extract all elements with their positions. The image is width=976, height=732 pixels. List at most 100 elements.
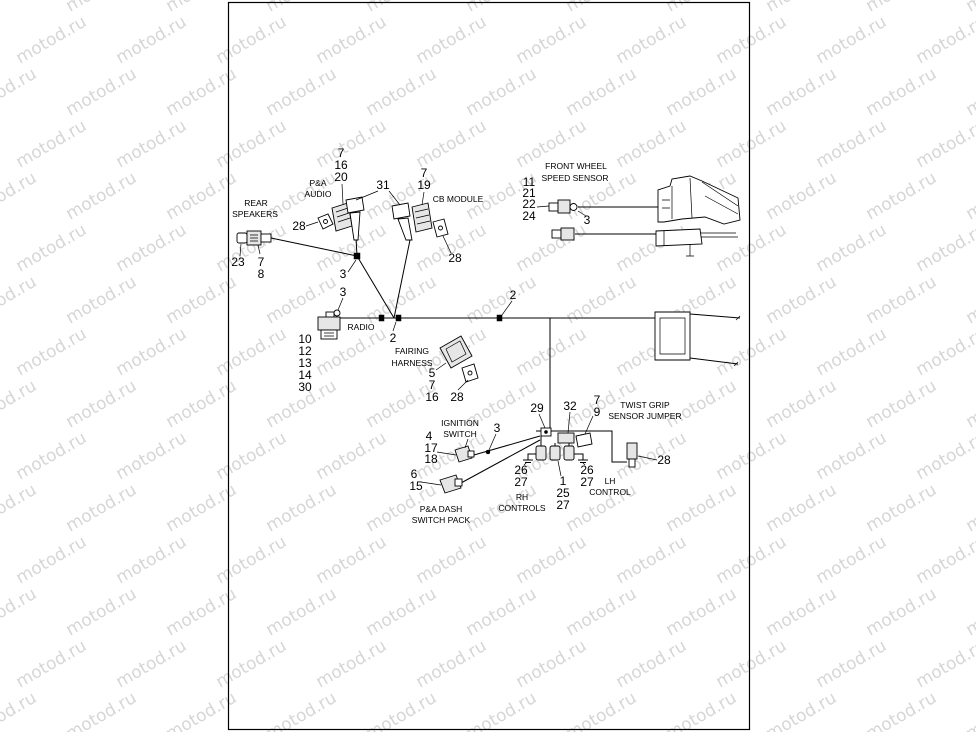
callout-number: 16 [425, 390, 439, 404]
lh-control-plug [628, 458, 636, 468]
leader-line [347, 259, 357, 273]
lh-control-connector [626, 442, 638, 460]
fairing-harness-body [439, 335, 473, 369]
leader-line [257, 244, 261, 255]
callout-number: 14 [298, 368, 312, 382]
leader-line [536, 205, 550, 208]
callout-number: 32 [563, 399, 577, 413]
handlebar-bracket-arms [689, 313, 741, 365]
leader-line [584, 415, 594, 435]
radio-body [317, 316, 341, 331]
handlebar-bracket-inner [659, 317, 686, 355]
p-a-audio-connector [317, 196, 365, 241]
callout-number: 26 [580, 463, 594, 477]
radio-socket [320, 329, 338, 340]
label-radio: RADIO [348, 322, 375, 332]
callout-number: 11 [523, 175, 536, 189]
callout-number: 15 [409, 479, 423, 493]
callout-number: 3 [494, 421, 501, 435]
leader-line [421, 191, 425, 206]
label-fairing-harness: FAIRING [395, 346, 429, 356]
callout-number: 2 [510, 288, 517, 302]
rear-speakers-socket [260, 233, 272, 243]
leader-line [457, 379, 469, 391]
callout-number: 29 [530, 401, 544, 415]
wire-rear-speakers [270, 237, 358, 257]
callout-number: 13 [298, 356, 312, 370]
connector-31-cb [391, 202, 411, 220]
cb-module-connector-body [411, 202, 433, 233]
cb-module-connector [391, 202, 449, 241]
callout-number: 25 [556, 486, 570, 500]
leader-line [420, 481, 442, 486]
label-p-a-dash-switch-pack: SWITCH PACK [412, 515, 471, 525]
junction-node [496, 314, 503, 322]
p-a-audio-plug-stem [349, 211, 361, 241]
fork-casting [657, 175, 741, 225]
component-labels: P&A AUDIO CB MODULE REAR SPEAKERS FRONT … [232, 161, 682, 525]
label-p-a-audio: AUDIO [305, 189, 332, 199]
label-cb-module: CB MODULE [433, 194, 484, 204]
cb-plug-stem [397, 217, 413, 241]
wire-audio-to-main [356, 255, 395, 319]
leader-line [435, 362, 447, 371]
front-wheel-speed-sensor [548, 175, 741, 257]
label-p-a-audio: P&A [309, 178, 326, 188]
callout-number: 31 [376, 178, 390, 192]
leader-line [436, 451, 457, 456]
callout-number: 24 [522, 209, 536, 223]
p-a-audio-connector-ribs [335, 207, 351, 223]
leader-line [239, 243, 242, 257]
leader-line [464, 438, 469, 449]
callout-number: 18 [424, 452, 438, 466]
callout-number: 6 [411, 467, 418, 481]
label-rh-controls: CONTROLS [498, 503, 546, 513]
leader-line [538, 413, 546, 429]
callout-number: 3 [340, 285, 347, 299]
callout-number: 9 [594, 405, 601, 419]
callout-number: 28 [450, 390, 464, 404]
wire-ignition-switch [473, 435, 541, 456]
rear-speakers-pins [250, 234, 258, 242]
fork-lower-bracket [655, 228, 703, 247]
label-rear-speakers: REAR [244, 198, 268, 208]
cb-module-connector-ribs [414, 208, 431, 225]
callout-number: 5 [429, 366, 436, 380]
part-28-cb-hole [438, 225, 443, 231]
label-rear-speakers: SPEAKERS [232, 209, 278, 219]
ignition-switch-plug [467, 450, 475, 458]
callout-number: 7 [429, 378, 436, 392]
ground-symbol-left [523, 453, 536, 463]
diagram-frame [227, 1, 751, 731]
fork-casting-detail [662, 177, 739, 219]
callout-number: 26 [514, 463, 528, 477]
rh-controls-connector [549, 445, 561, 461]
leader-lines [239, 183, 658, 486]
leader-line [523, 461, 528, 466]
callout-number: 7 [421, 166, 428, 180]
label-twist-grip-sensor-jumper: TWIST GRIP [620, 400, 670, 410]
callout-number: 28 [657, 453, 671, 467]
callout-numbers: 7 16 20 28 31 7 19 28 23 7 8 3 3 11 21 2… [231, 146, 671, 512]
label-front-wheel-speed-sensor: SPEED SENSOR [541, 173, 608, 183]
handlebar-bracket-ends [733, 315, 741, 367]
ignition-switch-body [454, 445, 473, 463]
leader-line [557, 460, 562, 477]
ignition-switch-connector [454, 445, 475, 463]
dash-switch-pack-connector [439, 474, 463, 494]
callout-number: 12 [298, 344, 312, 358]
callout-number: 8 [258, 267, 265, 281]
speed-sensor-seal [569, 203, 578, 211]
label-front-wheel-speed-sensor: FRONT WHEEL [545, 161, 607, 171]
connector-32 [557, 432, 575, 444]
callout-number: 16 [334, 158, 348, 172]
fork-lower-detail [663, 231, 694, 257]
radio-bracket [333, 309, 341, 317]
radio-socket-pins [324, 332, 334, 337]
label-rh-controls: RH [516, 492, 528, 502]
handlebar-bracket [654, 311, 741, 367]
fairing-harness-face [445, 340, 467, 363]
speed-sensor-lower-plug [551, 229, 562, 239]
label-twist-grip-sensor-jumper: SENSOR JUMPER [608, 411, 681, 421]
